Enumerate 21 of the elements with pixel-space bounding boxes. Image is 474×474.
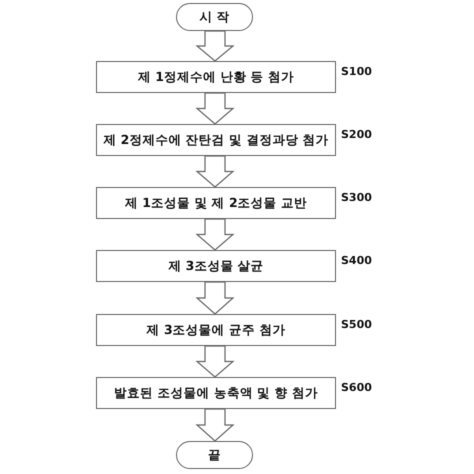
step-label: S300 [341, 191, 372, 204]
block-arrow [195, 345, 235, 378]
step-label: S500 [341, 318, 372, 331]
process-box: 제 2정제수에 잔탄검 및 결정과당 첨가 [96, 124, 336, 156]
step-label: S100 [341, 65, 372, 78]
step-label: S400 [341, 254, 372, 267]
step-label: S600 [341, 381, 372, 394]
process-box: 제 1정제수에 난황 등 첨가 [96, 61, 336, 93]
block-arrow [195, 30, 235, 62]
block-arrow [195, 408, 235, 442]
terminal-pill: 끝 [176, 441, 253, 469]
process-box: 제 1조성물 및 제 2조성물 교반 [96, 187, 336, 219]
block-arrow [195, 92, 235, 125]
block-arrow [195, 155, 235, 188]
block-arrow [195, 218, 235, 251]
step-label: S200 [341, 128, 372, 141]
process-box: 제 3조성물 살균 [96, 250, 336, 282]
process-box: 제 3조성물에 균주 첨가 [96, 314, 336, 346]
process-box: 발효된 조성물에 농축액 및 향 첨가 [96, 377, 336, 409]
block-arrow [195, 281, 235, 315]
terminal-pill: 시 작 [176, 3, 253, 31]
